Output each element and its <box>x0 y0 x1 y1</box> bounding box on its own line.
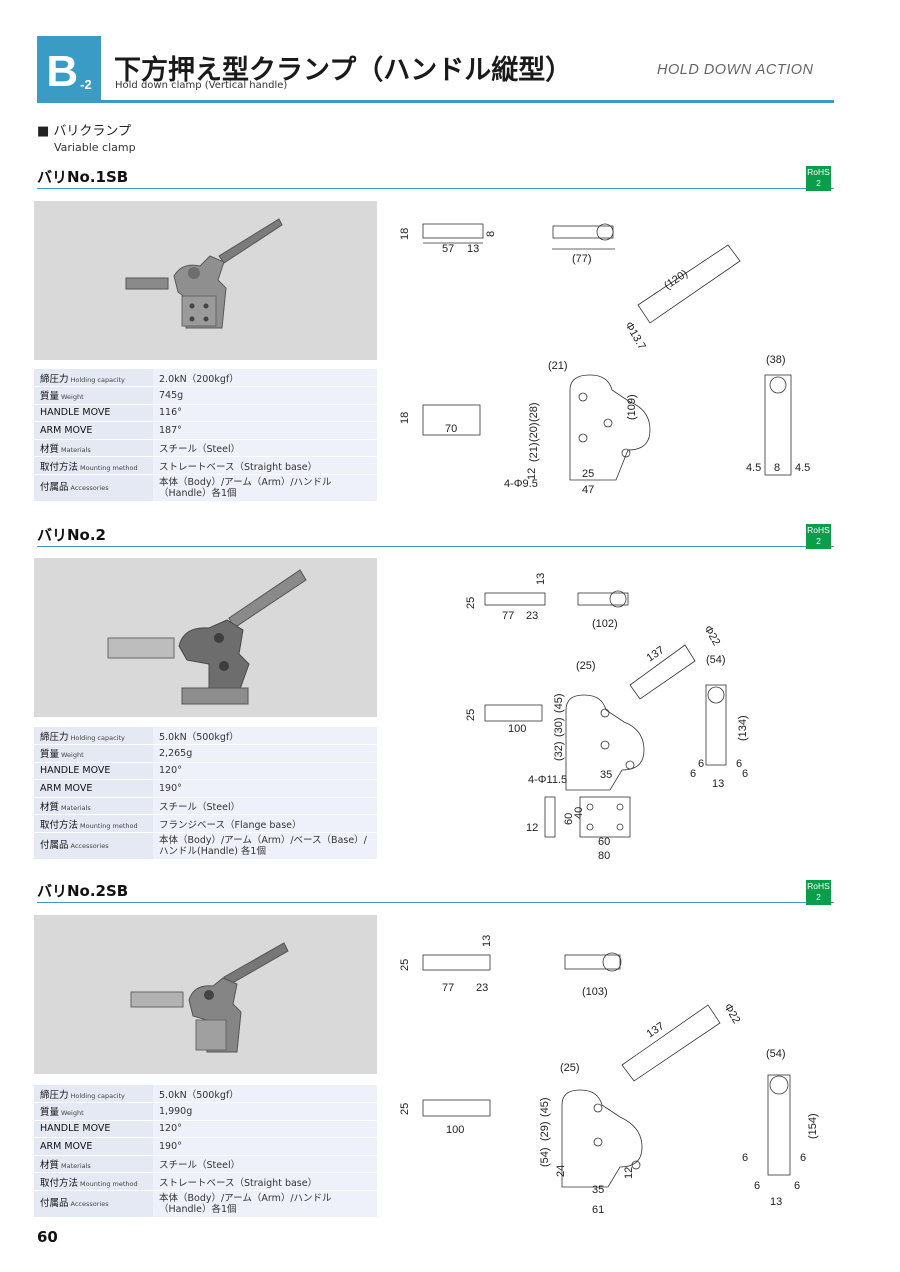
svg-text:6: 6 <box>800 1152 806 1164</box>
page-title: 下方押え型クランプ（ハンドル縦型） <box>114 55 573 86</box>
svg-text:12: 12 <box>623 1167 635 1179</box>
page-subtitle: Hold down clamp (Vertical handle) <box>115 80 288 91</box>
svg-text:25: 25 <box>399 959 411 971</box>
svg-text:6: 6 <box>742 768 748 780</box>
svg-text:12: 12 <box>526 822 538 834</box>
svg-text:23: 23 <box>476 982 488 994</box>
header-divider <box>37 100 834 103</box>
svg-text:13: 13 <box>467 243 479 255</box>
svg-text:77: 77 <box>502 610 514 622</box>
svg-text:18: 18 <box>399 228 411 240</box>
svg-text:(21): (21) <box>548 360 568 372</box>
svg-text:(29): (29) <box>539 1121 551 1141</box>
svg-text:13: 13 <box>712 778 724 790</box>
svg-text:13: 13 <box>770 1196 782 1208</box>
svg-text:77: 77 <box>442 982 454 994</box>
svg-text:13: 13 <box>535 573 547 585</box>
svg-text:4-Φ9.5: 4-Φ9.5 <box>504 478 538 490</box>
svg-text:(45): (45) <box>539 1097 551 1117</box>
svg-text:(25): (25) <box>560 1062 580 1074</box>
svg-text:(54): (54) <box>706 654 726 666</box>
svg-text:(54): (54) <box>539 1147 551 1167</box>
svg-text:6: 6 <box>742 1152 748 1164</box>
dimension-drawing-3: 25 77 23 13 (103) 137 Φ22 25 100 (25) (4… <box>390 925 835 1265</box>
section-badge: B-2 <box>37 36 101 102</box>
svg-text:6: 6 <box>754 1180 760 1192</box>
svg-text:(54): (54) <box>766 1048 786 1060</box>
svg-text:(30): (30) <box>553 717 565 737</box>
svg-text:70: 70 <box>445 423 457 435</box>
svg-text:Φ22: Φ22 <box>721 1002 742 1026</box>
svg-text:(38): (38) <box>766 354 786 366</box>
svg-text:61: 61 <box>592 1204 604 1216</box>
model-name: バリNo.1SB <box>37 168 129 186</box>
svg-text:35: 35 <box>592 1184 604 1196</box>
product-photo-3 <box>34 915 377 1074</box>
svg-text:(103): (103) <box>582 986 608 998</box>
svg-text:57: 57 <box>442 243 454 255</box>
svg-text:6: 6 <box>794 1180 800 1192</box>
svg-text:6: 6 <box>698 758 704 770</box>
dimension-drawing-2: 25 77 23 13 (102) 137 Φ22 25 100 (25) (4… <box>390 565 835 905</box>
product-photo-2 <box>34 558 377 717</box>
svg-text:(45): (45) <box>553 693 565 713</box>
svg-text:(77): (77) <box>572 253 592 265</box>
svg-text:(20): (20) <box>528 422 540 442</box>
product-photo-1 <box>34 201 377 360</box>
svg-text:(32): (32) <box>553 741 565 761</box>
svg-text:(25): (25) <box>576 660 596 672</box>
svg-text:(21): (21) <box>528 442 540 462</box>
section-heading: ■ バリクランプ Variable clamp <box>37 120 136 154</box>
svg-text:23: 23 <box>526 610 538 622</box>
svg-text:40: 40 <box>573 807 585 819</box>
svg-text:Φ22: Φ22 <box>701 624 722 648</box>
svg-text:4.5: 4.5 <box>795 462 810 474</box>
svg-text:8: 8 <box>485 231 497 237</box>
svg-text:(154): (154) <box>807 1113 819 1139</box>
svg-text:4.5: 4.5 <box>746 462 761 474</box>
svg-text:(28): (28) <box>528 402 540 422</box>
dimension-drawing-1: 18 57 13 8 (77) (120) Φ13.7 18 70 (21) (… <box>390 205 835 545</box>
badge-letter: B <box>46 47 79 96</box>
svg-text:100: 100 <box>446 1124 464 1136</box>
model-name: バリNo.2 <box>37 526 106 544</box>
model-name: バリNo.2SB <box>37 882 129 900</box>
svg-text:8: 8 <box>774 462 780 474</box>
svg-text:25: 25 <box>465 709 477 721</box>
badge-sub: -2 <box>80 77 92 92</box>
svg-text:18: 18 <box>399 412 411 424</box>
svg-text:(109): (109) <box>626 394 638 420</box>
svg-text:12: 12 <box>526 468 538 480</box>
svg-text:35: 35 <box>600 769 612 781</box>
svg-text:13: 13 <box>481 935 493 947</box>
category-label: HOLD DOWN ACTION <box>657 62 814 78</box>
svg-text:47: 47 <box>582 484 594 496</box>
svg-text:6: 6 <box>736 758 742 770</box>
svg-text:25: 25 <box>465 597 477 609</box>
section-subtitle: Variable clamp <box>54 141 136 154</box>
svg-text:(134): (134) <box>737 715 749 741</box>
svg-text:6: 6 <box>690 768 696 780</box>
svg-text:(102): (102) <box>592 618 618 630</box>
svg-text:25: 25 <box>582 468 594 480</box>
section-title: ■ バリクランプ <box>37 124 132 139</box>
svg-text:60: 60 <box>598 836 610 848</box>
page-number: 60 <box>37 1228 58 1246</box>
svg-text:25: 25 <box>399 1103 411 1115</box>
svg-text:Φ13.7: Φ13.7 <box>622 320 647 352</box>
svg-text:(120): (120) <box>662 268 690 292</box>
svg-text:100: 100 <box>508 723 526 735</box>
svg-text:137: 137 <box>645 1020 667 1040</box>
svg-text:80: 80 <box>598 850 610 862</box>
svg-text:24: 24 <box>555 1165 567 1177</box>
svg-text:60: 60 <box>563 813 575 825</box>
svg-text:4-Φ11.5: 4-Φ11.5 <box>528 774 567 786</box>
